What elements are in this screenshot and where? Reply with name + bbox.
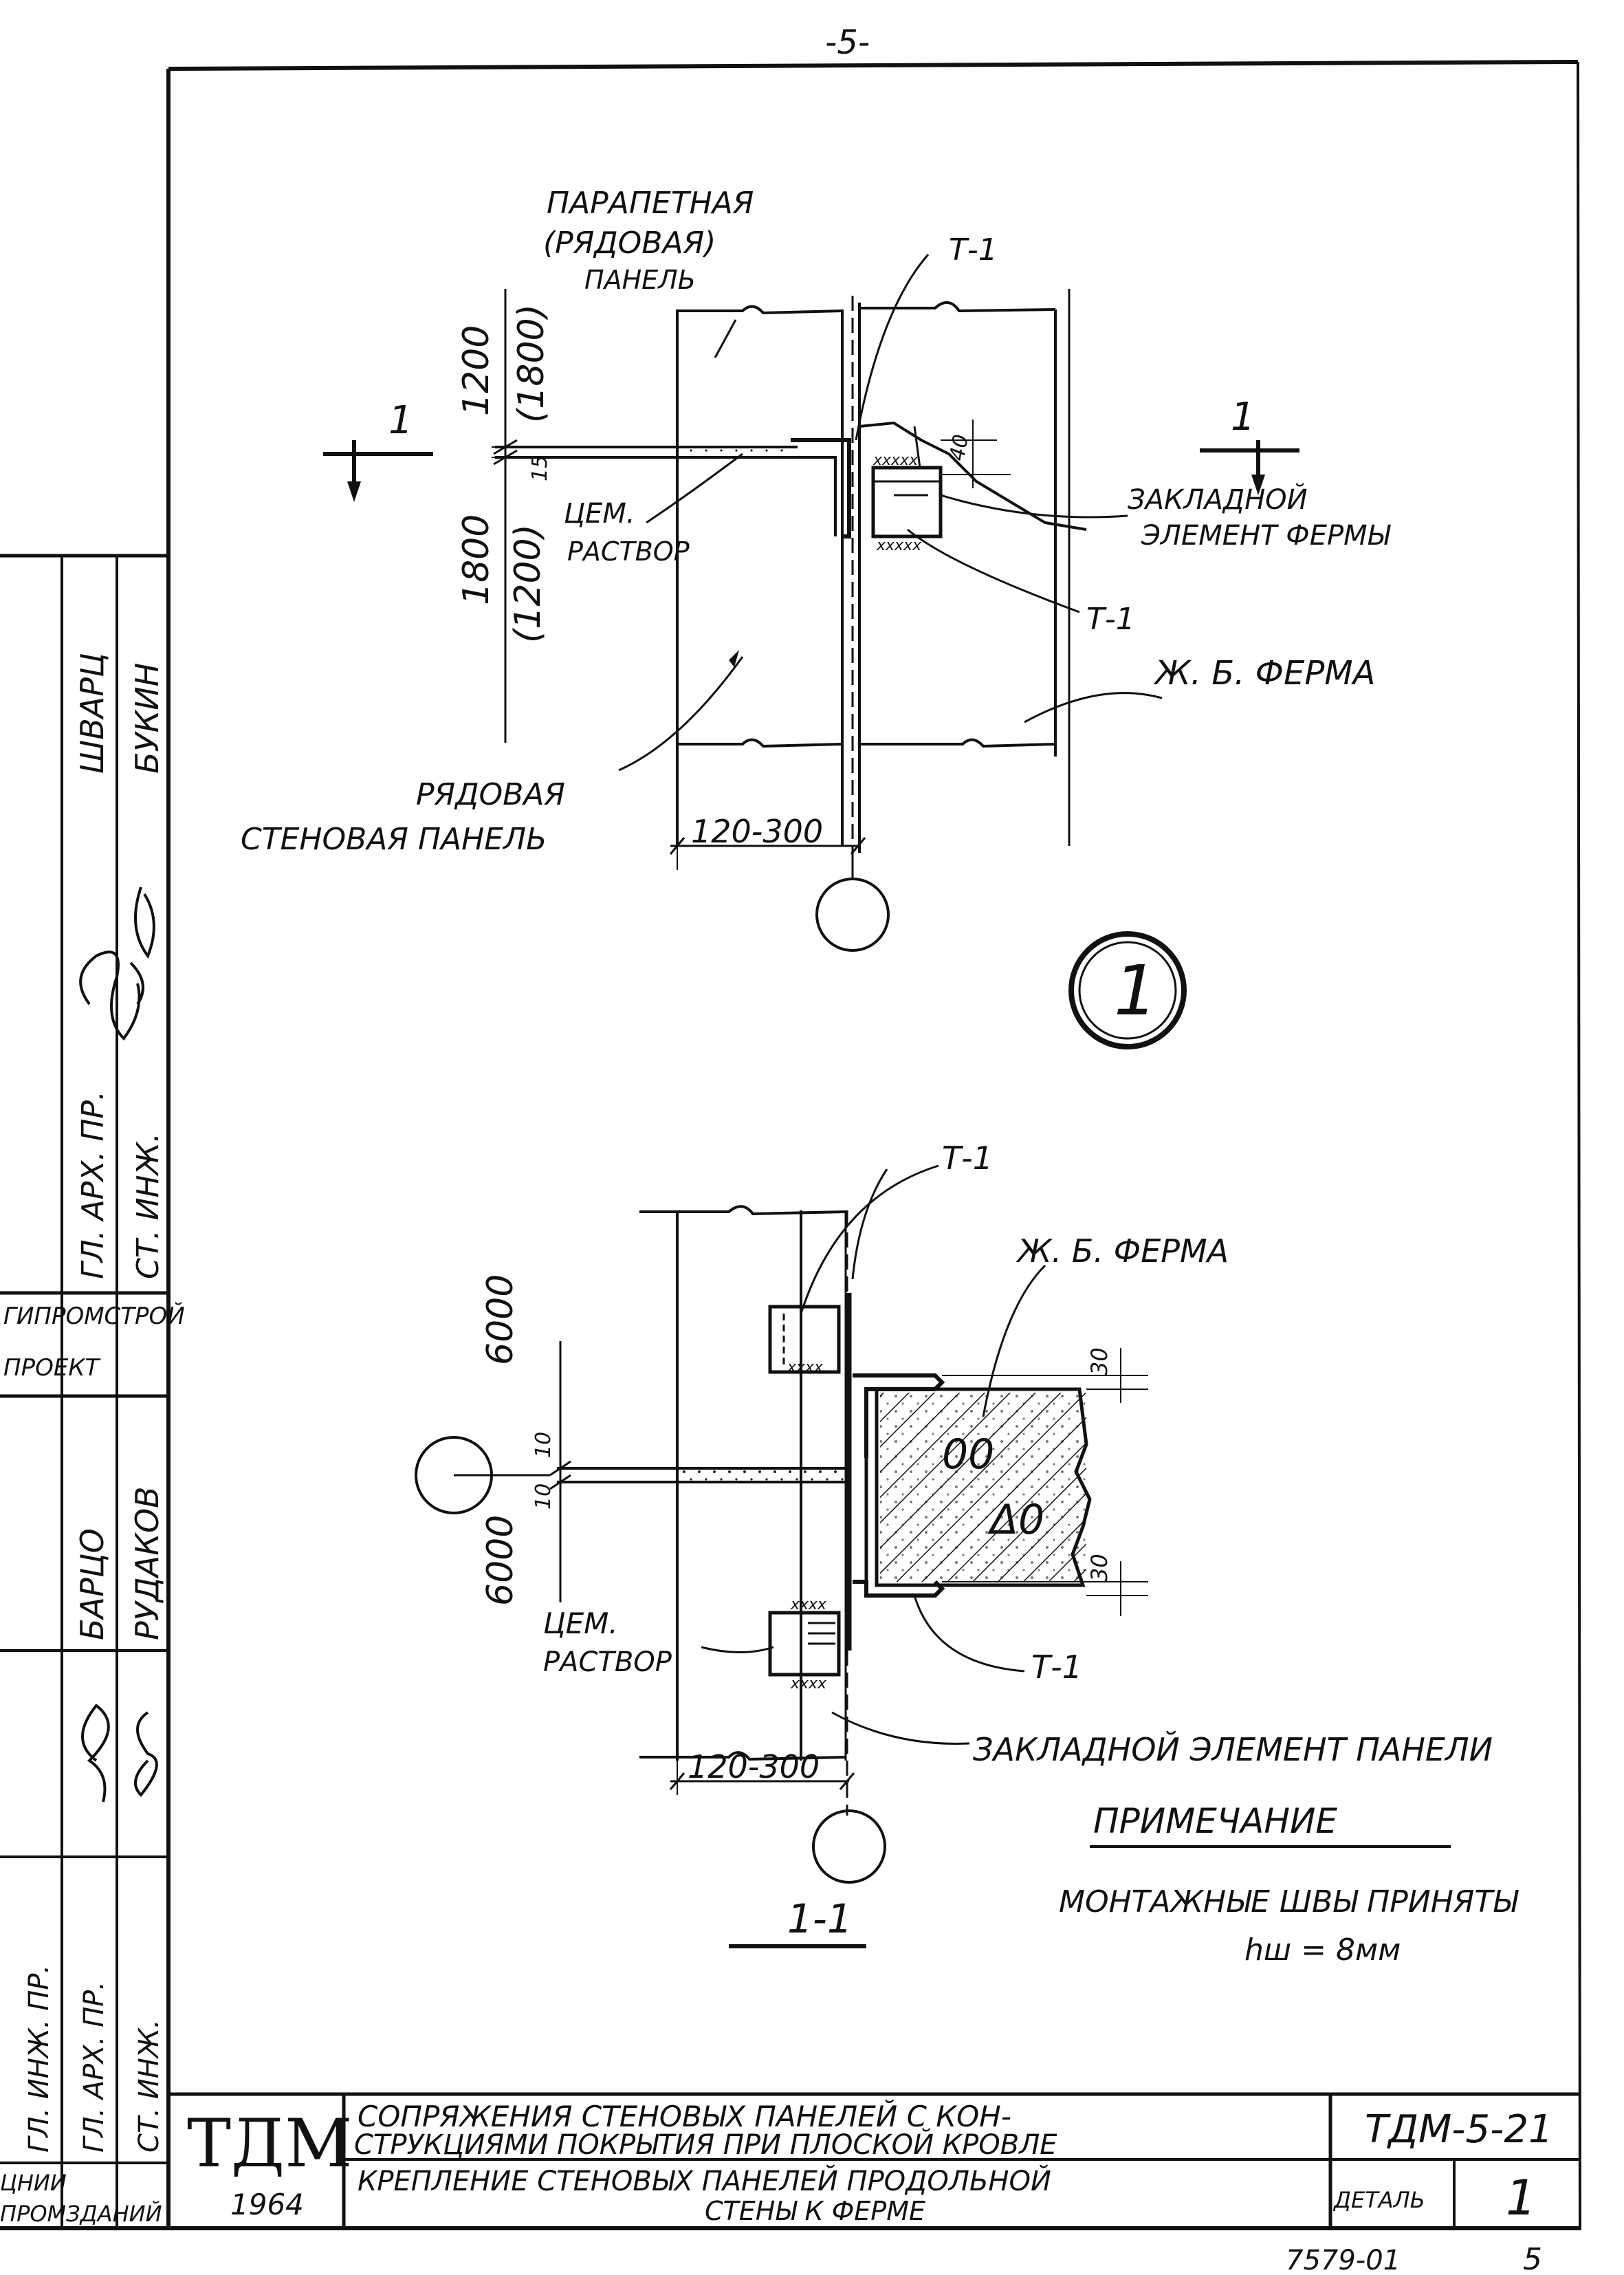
dim-30-top: 30 [1086, 1347, 1112, 1375]
dim-120-300-top: 120-300 [691, 813, 823, 850]
dim-6000-bottom: 6000 [480, 1515, 521, 1606]
stamp-role-2: СТ. ИНЖ. [131, 1133, 166, 1279]
title-detail-value: 1 [1506, 2170, 1537, 2226]
section-title: 1-1 [787, 1895, 853, 1942]
svg-text:xxxx: xxxx [787, 1359, 824, 1376]
side-stamp: ГЛ. АРХ. ПР. СТ. ИНЖ. ШВАРЦ БУКИН ГИПРОМ… [0, 554, 185, 2228]
section-mark-left: 1 [388, 398, 413, 443]
title-line-4: СТЕНЫ К ФЕРМЕ [705, 2196, 925, 2226]
stamp-name-2: БУКИН [129, 663, 166, 774]
dim-6000-top: 6000 [480, 1274, 521, 1365]
label-t1-section-top: Т-1 [942, 1140, 993, 1177]
section-1-1: xxxx xxxx xxxx 00 Δ0 30 30 6000 6000 10 [415, 1140, 1493, 1948]
svg-text:xxxxx: xxxxx [876, 537, 922, 554]
label-parapet-3: ПАНЕЛЬ [584, 265, 696, 295]
stamp-role-4: ГЛ. АРХ. ПР. [78, 1981, 110, 2153]
dim-1200: 1200 [456, 325, 497, 416]
note-title: ПРИМЕЧАНИЕ [1093, 1801, 1337, 1841]
dim-1800-alt: (1800) [511, 304, 552, 423]
svg-text:xxxx: xxxx [790, 1675, 827, 1692]
stamp-org-1: ГИПРОМСТРОЙ [3, 1302, 185, 1330]
title-code: ТДМ-5-21 [1365, 2107, 1553, 2152]
stamp-role-5: СТ. ИНЖ. [133, 2019, 165, 2153]
title-line-1: СОПРЯЖЕНИЯ СТЕНОВЫХ ПАНЕЛЕЙ С КОН- [358, 2099, 1011, 2133]
signature-3 [81, 1703, 110, 1803]
stamp-bottom-2: ПРОМЗДАНИЙ [0, 2201, 162, 2227]
page-number: -5- [825, 23, 870, 62]
detail-number: 1 [1114, 950, 1158, 1031]
signature-4 [134, 1711, 158, 1797]
label-t1-section-bottom: Т-1 [1031, 1648, 1082, 1686]
label-truss-section: Ж. Б. ФЕРМА [1016, 1232, 1229, 1270]
label-embed-panel: ЗАКЛАДНОЙ ЭЛЕМЕНТ ПАНЕЛИ [973, 1731, 1493, 1768]
title-block: ТДМ 1964 СОПРЯЖЕНИЯ СТЕНОВЫХ ПАНЕЛЕЙ С К… [168, 2092, 1580, 2228]
label-parapet-2: (РЯДОВАЯ) [543, 226, 716, 261]
dim-10-b: 10 [531, 1483, 556, 1510]
label-mortar-section-1: ЦЕМ. [543, 1607, 618, 1640]
label-mortar-section-2: РАСТВОР [543, 1646, 672, 1678]
section-mark-right: 1 [1231, 395, 1255, 439]
label-truss-top: Ж. Б. ФЕРМА [1153, 654, 1376, 693]
title-line-2: СТРУКЦИЯМИ ПОКРЫТИЯ ПРИ ПЛОСКОЙ КРОВЛЕ [354, 2128, 1057, 2161]
label-parapet-1: ПАРАПЕТНАЯ [547, 186, 754, 221]
label-mortar-2: РАСТВОР [567, 536, 690, 567]
dim-120-300-bottom: 120-300 [688, 1748, 820, 1785]
stamp-role-3: ГЛ. ИНЖ. ПР. [23, 1965, 55, 2153]
note-line-1: МОНТАЖНЫЕ ШВЫ ПРИНЯТЫ [1059, 1884, 1519, 1919]
label-row-panel-2: СТЕНОВАЯ ПАНЕЛЬ [241, 822, 547, 857]
label-embed-truss-1: ЗАКЛАДНОЙ [1128, 483, 1308, 516]
stamp-name-4: РУДАКОВ [129, 1486, 166, 1640]
label-row-panel-1: РЯДОВАЯ [416, 777, 565, 812]
axis-circle-top [815, 878, 890, 952]
svg-text:00: 00 [942, 1430, 994, 1479]
label-mortar-1: ЦЕМ. [564, 498, 635, 530]
note-line-2: hш = 8мм [1244, 1933, 1401, 1968]
label-t1-mid: Т-1 [1086, 602, 1135, 637]
dim-30-bottom: 30 [1086, 1554, 1112, 1582]
stamp-org-2: ПРОЕКТ [3, 1354, 100, 1382]
dim-15: 15 [528, 455, 552, 481]
svg-text:xxxx: xxxx [790, 1596, 827, 1613]
sheet-frame [0, 60, 1581, 2230]
stamp-name-3: БАРЦО [74, 1528, 111, 1640]
signature-1 [79, 950, 141, 1041]
title-line-3: КРЕПЛЕНИЕ СТЕНОВЫХ ПАНЕЛЕЙ ПРОДОЛЬНОЙ [358, 2164, 1051, 2197]
svg-text:Δ0: Δ0 [987, 1496, 1044, 1544]
plan-detail: xxxxx xxxxx 40 1200 (1800) 15 1800 (1200… [241, 186, 1392, 952]
stamp-role-1: ГЛ. АРХ. ПР. [76, 1091, 111, 1279]
title-detail-label: ДЕТАЛЬ [1332, 2187, 1425, 2213]
dim-10-a: 10 [531, 1432, 556, 1458]
note-block: ПРИМЕЧАНИЕ МОНТАЖНЫЕ ШВЫ ПРИНЯТЫ hш = 8м… [1059, 1801, 1519, 1968]
stamp-name-1: ШВАРЦ [74, 653, 111, 774]
svg-text:xxxxx: xxxxx [873, 452, 919, 469]
stamp-bottom-1: ЦНИИ [0, 2170, 67, 2196]
title-year: 1964 [230, 2188, 304, 2221]
signature-2 [129, 886, 155, 1005]
axis-circle-left [415, 1436, 493, 1514]
footer-number: 7579-01 [1286, 2245, 1401, 2275]
label-t1-top: Т-1 [949, 232, 998, 268]
dim-1200-alt: (1200) [507, 524, 549, 643]
label-embed-truss-2: ЭЛЕМЕНТ ФЕРМЫ [1141, 520, 1392, 552]
axis-circle-bottom [812, 1809, 886, 1884]
detail-marker: 1 [1068, 931, 1187, 1049]
footer-page: 5 [1523, 2242, 1542, 2275]
logo-tdm: ТДМ [187, 2105, 352, 2182]
dim-40: 40 [945, 433, 974, 463]
dim-1800: 1800 [456, 514, 497, 605]
